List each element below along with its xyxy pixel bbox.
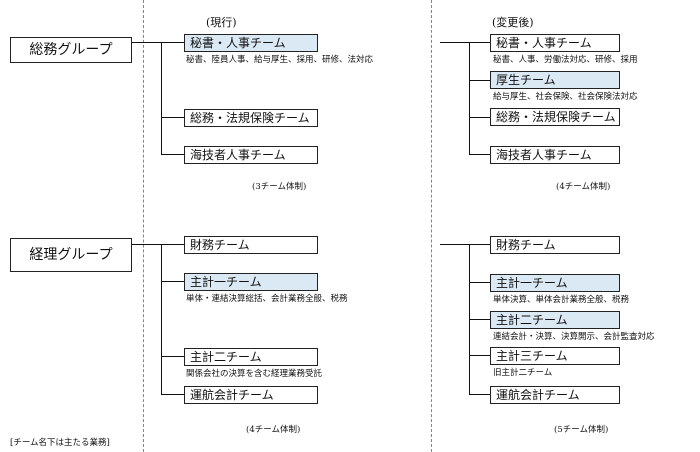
- header-revised: (変更後): [492, 16, 534, 29]
- connector: [469, 394, 490, 395]
- team-box-current-shukei2: 主計二チーム: [184, 348, 318, 366]
- duty-current-hisho-jinji: 秘書、陸員人事、給与厚生、採用、研修、法対応: [186, 55, 374, 65]
- duty-revised-shukei1: 単体決算、単体会計業務全般、税務: [493, 295, 630, 305]
- connector: [161, 394, 184, 395]
- divider-right: [431, 0, 432, 452]
- team-box-current-unko: 運航会計チーム: [184, 386, 318, 404]
- team-box-current-zaimu: 財務チーム: [184, 236, 318, 254]
- connector: [132, 42, 184, 43]
- connector: [161, 154, 184, 155]
- footnote: [チーム名下は主たる業務]: [10, 438, 110, 448]
- team-box-revised-shukei2: 主計二チーム: [490, 311, 620, 329]
- team-box-current-somu-hoki: 総務・法規保険チーム: [184, 109, 318, 127]
- system-label-revised-keiri: (5チーム体制): [554, 425, 609, 435]
- divider-left: [143, 0, 144, 452]
- duty-revised-shukei2: 連結会計・決算、決算開示、会計監査対応: [493, 332, 655, 342]
- duty-current-shukei2: 関係会社の決算を含む経理業務受託: [186, 369, 323, 379]
- team-box-revised-hisho-jinji: 秘書・人事チーム: [490, 34, 620, 52]
- connector: [469, 282, 490, 283]
- team-box-current-shukei1: 主計一チーム: [184, 273, 318, 291]
- connector: [161, 117, 184, 118]
- system-label-current-keiri: (4チーム体制): [246, 425, 301, 435]
- connector: [440, 244, 490, 245]
- connector: [469, 319, 490, 320]
- connector: [469, 42, 470, 154]
- connector: [440, 42, 490, 43]
- connector: [469, 355, 490, 356]
- connector: [132, 244, 184, 245]
- header-current: (現行): [206, 16, 237, 29]
- connector: [469, 80, 490, 81]
- team-box-revised-shukei3: 主計三チーム: [490, 347, 620, 365]
- connector: [469, 154, 490, 155]
- team-box-current-kaigisha: 海技者人事チーム: [184, 146, 318, 164]
- duty-revised-hisho-jinji: 秘書、人事、労働法対応、研修、採用: [493, 55, 638, 65]
- team-box-revised-unko: 運航会計チーム: [490, 386, 620, 404]
- connector: [469, 117, 490, 118]
- team-box-revised-zaimu: 財務チーム: [490, 236, 620, 254]
- group-box-keiri: 経理グループ: [10, 238, 132, 272]
- group-box-somu: 総務グループ: [10, 37, 132, 63]
- duty-revised-shukei3: 旧主計二チーム: [493, 368, 553, 378]
- connector: [161, 281, 184, 282]
- duty-revised-kosei: 給与厚生、社会保険、社会保険法対応: [493, 92, 638, 102]
- system-label-revised-somu: (4チーム体制): [556, 182, 611, 192]
- team-box-current-hisho-jinji: 秘書・人事チーム: [184, 34, 318, 52]
- connector: [161, 356, 184, 357]
- team-box-revised-somu-hoki: 総務・法規保険チーム: [490, 108, 620, 126]
- connector: [161, 42, 162, 154]
- duty-current-shukei1: 単体・連結決算総括、会計業務全般、税務: [186, 294, 348, 304]
- team-box-revised-kosei: 厚生チーム: [490, 71, 620, 89]
- team-box-revised-kaigisha: 海技者人事チーム: [490, 146, 620, 164]
- connector: [161, 244, 162, 394]
- system-label-current-somu: (3チーム体制): [252, 182, 307, 192]
- team-box-revised-shukei1: 主計一チーム: [490, 274, 620, 292]
